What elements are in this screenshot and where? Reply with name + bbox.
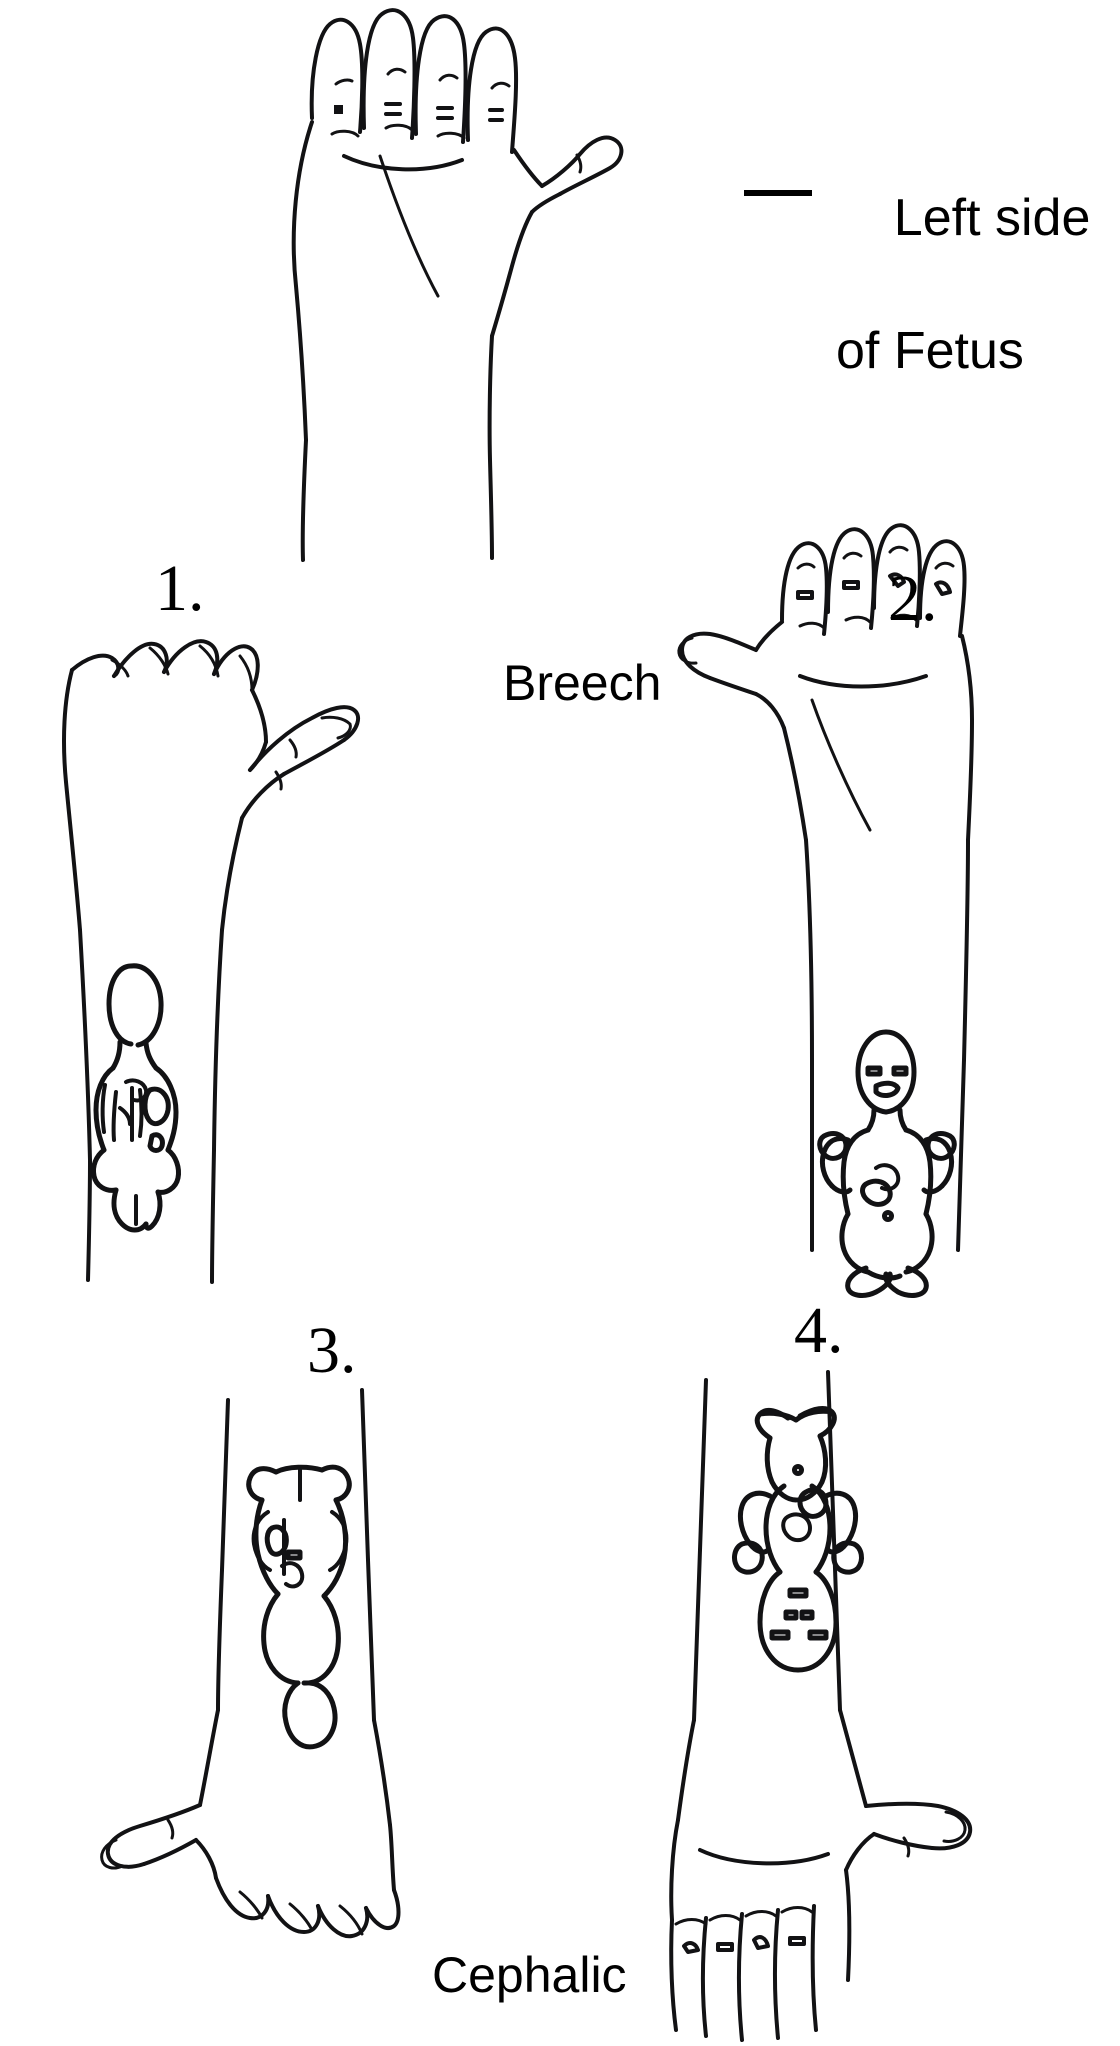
- panel-number-4: 4.: [794, 1294, 844, 1367]
- stage-label-breech: Breech: [503, 655, 662, 711]
- stage-label-cephalic: Cephalic: [432, 1947, 627, 2003]
- panel-4-hand: [669, 1370, 973, 2042]
- panel-number-2: 2.: [888, 562, 938, 635]
- annotation-left-side-of-fetus: Left side of Fetus: [836, 118, 1090, 517]
- panel-number-3: 3.: [307, 1314, 357, 1387]
- annotation-line-2: of Fetus: [836, 321, 1024, 380]
- panel-4-fetus: [732, 1406, 864, 1673]
- panel-2-fetus: [817, 1029, 957, 1298]
- panel-3-hand: [100, 1388, 401, 1939]
- panel-number-1: 1.: [155, 552, 205, 625]
- panel-3-fetus: [246, 1464, 352, 1750]
- top-reference-hand: [291, 8, 624, 562]
- panel-1-hand: [62, 639, 361, 1284]
- annotation-line-1: Left side: [893, 188, 1091, 247]
- panel-1-fetus: [91, 963, 181, 1233]
